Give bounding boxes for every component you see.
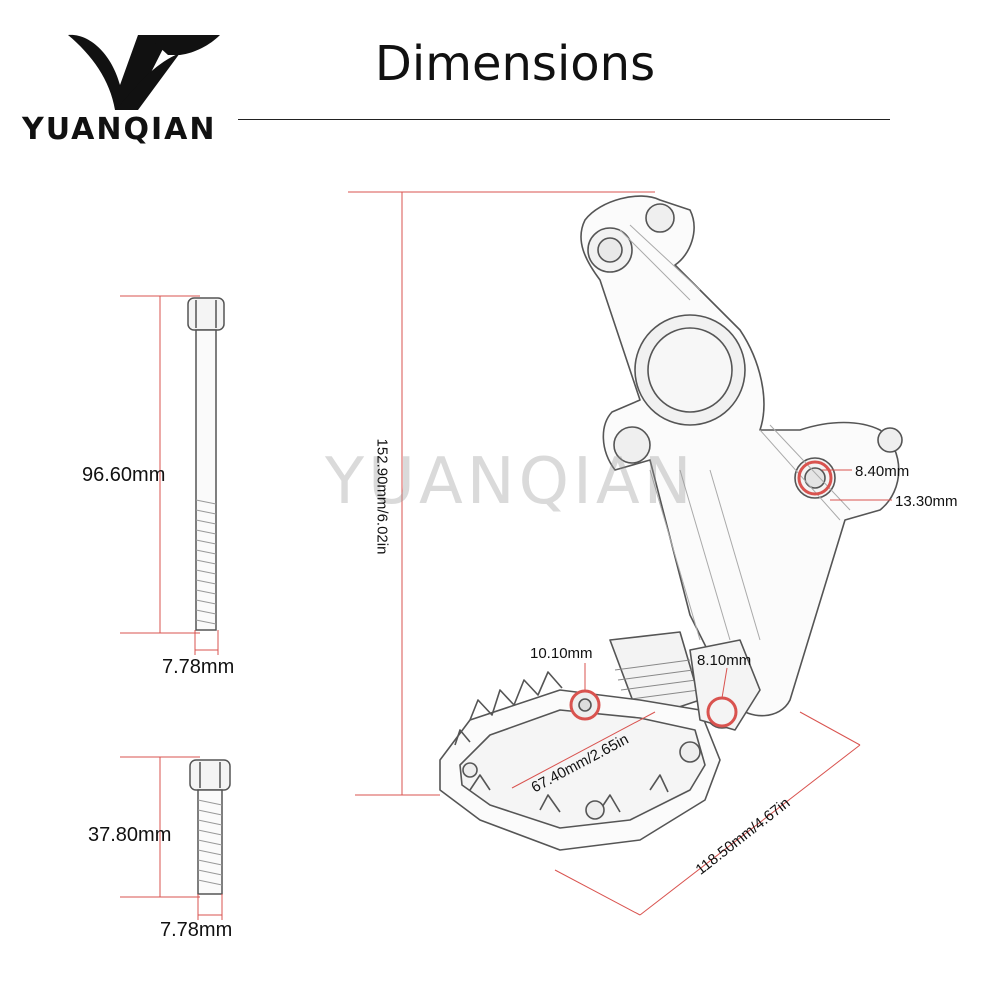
long-bolt-dimension-lines: [120, 295, 219, 655]
long-bolt-diameter-label: 7.78mm: [162, 656, 235, 678]
total-height-label: 152.90mm/6.02in: [373, 438, 391, 555]
short-bolt-length-label: 37.80mm: [88, 824, 172, 846]
watermark: YUANQIAN: [325, 445, 696, 519]
short-bolt-diameter-label: 7.78mm: [160, 919, 233, 941]
top-hole-outer-label: 13.30mm: [895, 493, 958, 510]
long-bolt-length-label: 96.60mm: [82, 464, 166, 486]
bracket: [580, 195, 903, 717]
foot-peg: [439, 631, 761, 851]
short-bolt: [189, 759, 231, 895]
yuanqian-logo: [68, 34, 220, 110]
top-hole-inner-label: 8.40mm: [855, 463, 910, 480]
long-bolt: [187, 297, 225, 631]
brand-name: YUANQIAN: [22, 112, 217, 147]
header-divider: [238, 119, 890, 120]
height-dimension-lines: [348, 191, 655, 796]
peg-hole-left-label: 10.10mm: [530, 645, 593, 662]
peg-hole-right-label: 8.10mm: [697, 652, 752, 669]
short-bolt-dimension-lines: [120, 756, 223, 920]
page-title: Dimensions: [374, 36, 656, 92]
top-hole-marker: [797, 460, 833, 496]
